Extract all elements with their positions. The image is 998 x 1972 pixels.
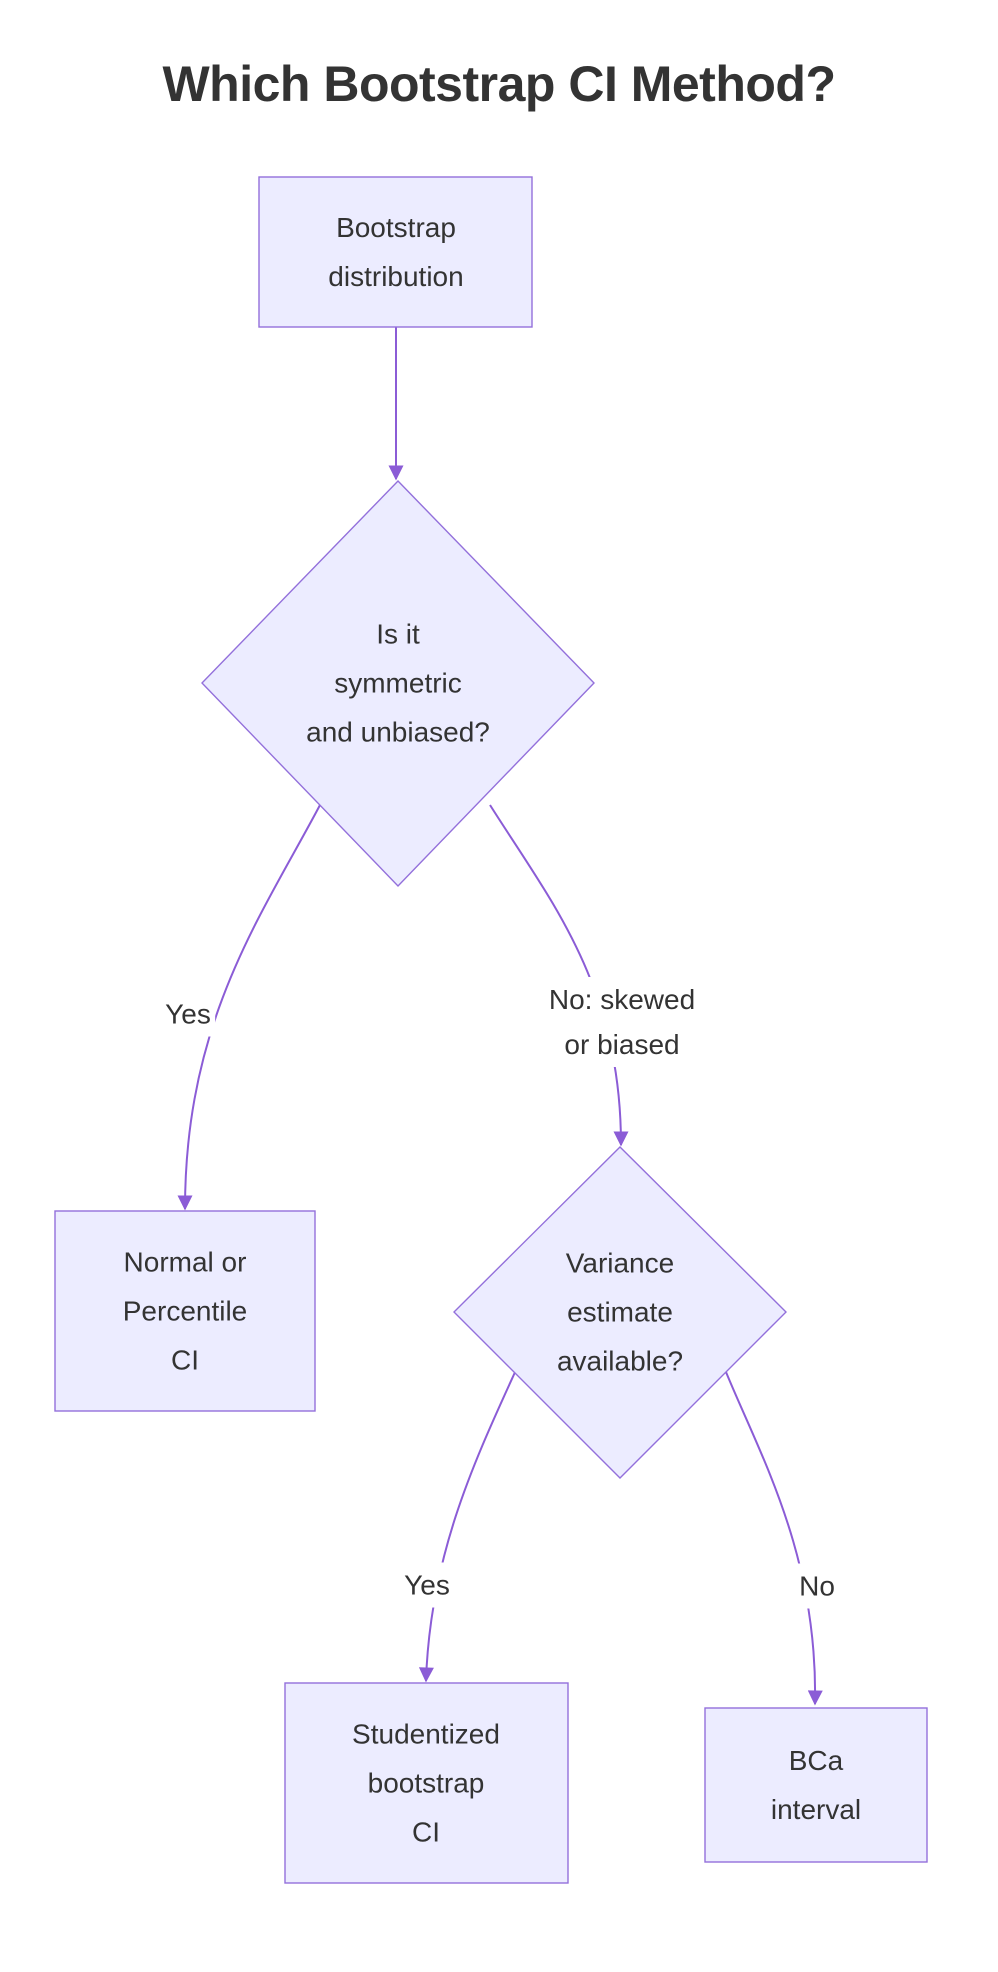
edge-label-line: No	[799, 1570, 835, 1602]
edge-label-yes-symmetric: Yes	[161, 991, 215, 1037]
node-line: BCa	[788, 1745, 844, 1776]
node-normal-percentile-label: Normal or Percentile CI	[123, 1238, 248, 1385]
node-line: Bootstrap	[336, 212, 456, 243]
node-studentized-label: Studentized bootstrap CI	[352, 1710, 500, 1857]
node-bca-shape	[704, 1707, 928, 1863]
node-studentized-shape	[284, 1682, 569, 1884]
node-line: available?	[556, 1345, 684, 1377]
node-line: Is it	[376, 618, 420, 650]
edge-variance-yes	[418, 1369, 517, 1683]
node-variance-decision-shape	[453, 1146, 787, 1479]
edge-variance-no	[725, 1371, 823, 1706]
node-line: and unbiased?	[306, 716, 490, 748]
edge-label-yes-variance: Yes	[400, 1562, 454, 1608]
node-bootstrap-distribution-shape	[258, 176, 533, 328]
node-line: distribution	[328, 261, 464, 292]
edge-label-line: or biased	[564, 1029, 680, 1060]
edge-symmetric-no	[489, 804, 629, 1147]
node-symmetric-decision-label: Is it symmetric and unbiased?	[306, 610, 490, 757]
edge-label-line: Yes	[165, 998, 211, 1030]
node-line: CI	[411, 1816, 440, 1848]
edge-label-line: No: skewed	[548, 984, 696, 1015]
node-variance-decision-label: Variance estimate available?	[557, 1239, 683, 1386]
node-bootstrap-distribution-label: Bootstrap distribution	[328, 203, 463, 301]
node-line: CI	[170, 1344, 199, 1376]
edge-label-no-variance: No	[795, 1563, 839, 1609]
node-line: bootstrap	[367, 1767, 485, 1799]
edge-label-no-skewed-biased: No: skewed or biased	[544, 977, 700, 1067]
diagram-title: Which Bootstrap CI Method?	[162, 56, 836, 112]
node-line: Normal or	[123, 1246, 247, 1278]
node-line: symmetric	[334, 667, 462, 699]
node-line: interval	[770, 1794, 862, 1825]
node-line: estimate	[567, 1296, 673, 1328]
node-line: Variance	[565, 1247, 675, 1279]
node-bca-label: BCa interval	[771, 1736, 861, 1834]
node-symmetric-decision-shape	[201, 479, 595, 888]
node-normal-percentile-shape	[54, 1210, 316, 1412]
edge-label-line: Yes	[404, 1569, 450, 1601]
node-line: Percentile	[122, 1295, 248, 1327]
node-line: Studentized	[352, 1718, 500, 1750]
edge-symmetric-yes	[177, 804, 321, 1211]
